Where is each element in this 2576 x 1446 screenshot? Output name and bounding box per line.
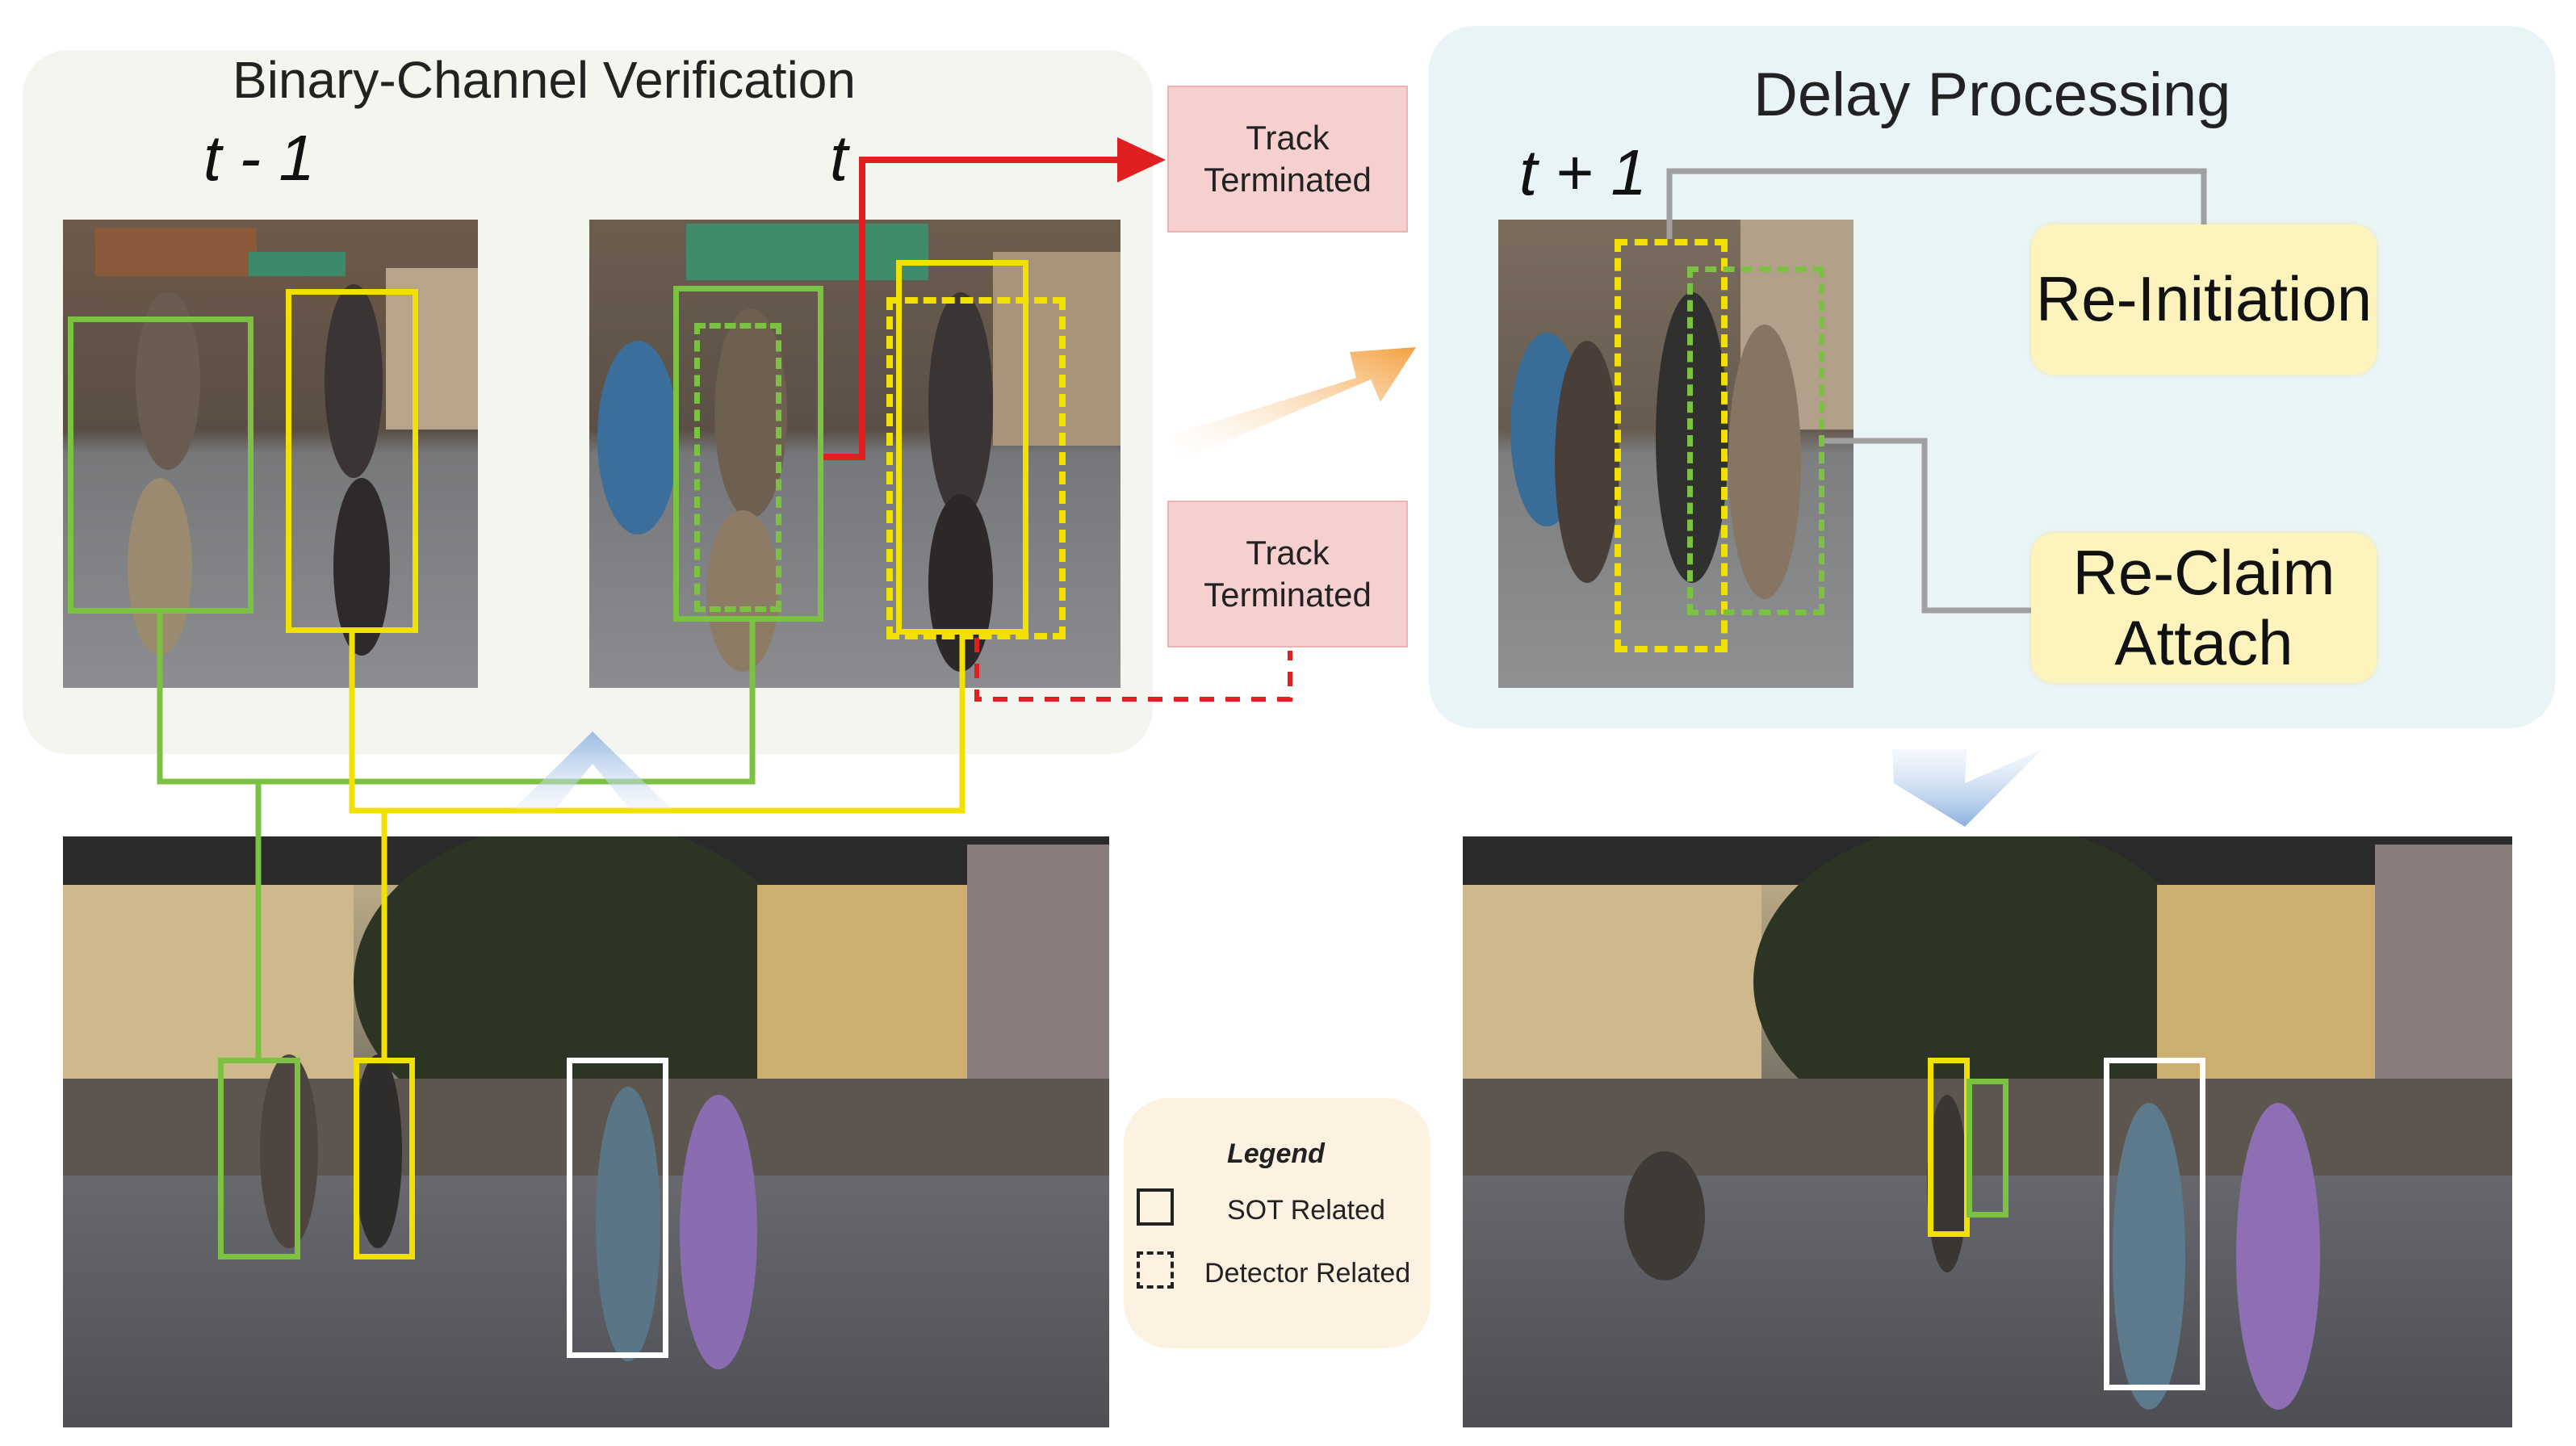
- street-scene-image: [1498, 220, 1853, 688]
- gray-connector-reinitiation: [1666, 168, 2207, 239]
- gray-connector-reclaim: [1824, 438, 2031, 614]
- bcv-title: Binary-Channel Verification: [232, 51, 856, 109]
- time-label-t-minus-1: t - 1: [203, 122, 315, 194]
- sot-box-yellow-full-frame: [354, 1058, 415, 1259]
- frame-crop-t-plus-1: [1498, 220, 1853, 688]
- legend: Legend SOT Related Detector Related: [1124, 1098, 1430, 1348]
- legend-dashed-square-icon: [1137, 1251, 1174, 1289]
- red-dashed-termination-line: [974, 638, 1292, 702]
- detector-box-yellow-t: [886, 297, 1066, 639]
- re-initiation-card: Re-Initiation: [2031, 224, 2377, 375]
- legend-item-sot: SOT Related: [1227, 1195, 1385, 1226]
- legend-solid-square-icon: [1137, 1188, 1174, 1226]
- sot-box-white-full-frame-right: [2104, 1058, 2205, 1390]
- attach-label: Attach: [2114, 607, 2293, 678]
- yellow-connector-line: [349, 633, 965, 814]
- sot-box-yellow-t: [896, 260, 1028, 635]
- full-frame-right: [1463, 836, 2512, 1427]
- orange-flow-arrow: [1169, 347, 1416, 459]
- detector-box-green-t-plus-1: [1687, 266, 1824, 615]
- green-connector-line: [157, 614, 756, 785]
- terminated-line1: Track: [1246, 118, 1330, 157]
- blue-up-arrow: [513, 731, 672, 809]
- blue-down-arrow: [1892, 749, 2042, 827]
- terminated-line2: Terminated: [1204, 576, 1372, 614]
- time-label-t-plus-1: t + 1: [1519, 136, 1647, 208]
- terminated-line2: Terminated: [1204, 161, 1372, 199]
- sot-box-green-full-frame: [218, 1058, 300, 1259]
- street-scene-image: [1463, 836, 2512, 1427]
- re-initiation-label: Re-Initiation: [2035, 263, 2373, 335]
- street-scene-image: [63, 220, 478, 688]
- dp-title: Delay Processing: [1753, 61, 2231, 129]
- detector-box-yellow-t-plus-1: [1615, 239, 1728, 652]
- sot-box-green-t-minus-1: [68, 316, 253, 614]
- street-scene-image: [63, 836, 1109, 1427]
- sot-box-green-full-frame-right: [1967, 1079, 2008, 1218]
- sot-box-white-full-frame: [567, 1058, 668, 1358]
- terminated-line1: Track: [1246, 533, 1330, 572]
- legend-item-detector: Detector Related: [1204, 1258, 1411, 1289]
- legend-title: Legend: [1227, 1138, 1325, 1169]
- time-label-t: t: [830, 122, 848, 194]
- sot-box-yellow-t-minus-1: [286, 289, 418, 633]
- full-frame-left: [63, 836, 1109, 1427]
- detector-box-green-t: [694, 323, 781, 612]
- frame-crop-t-minus-1: [63, 220, 478, 688]
- red-termination-arrow: [823, 156, 1150, 460]
- sot-box-green-t: [673, 286, 823, 622]
- red-arrowhead-icon: [1117, 137, 1166, 182]
- re-claim-label: Re-Claim: [2072, 536, 2335, 608]
